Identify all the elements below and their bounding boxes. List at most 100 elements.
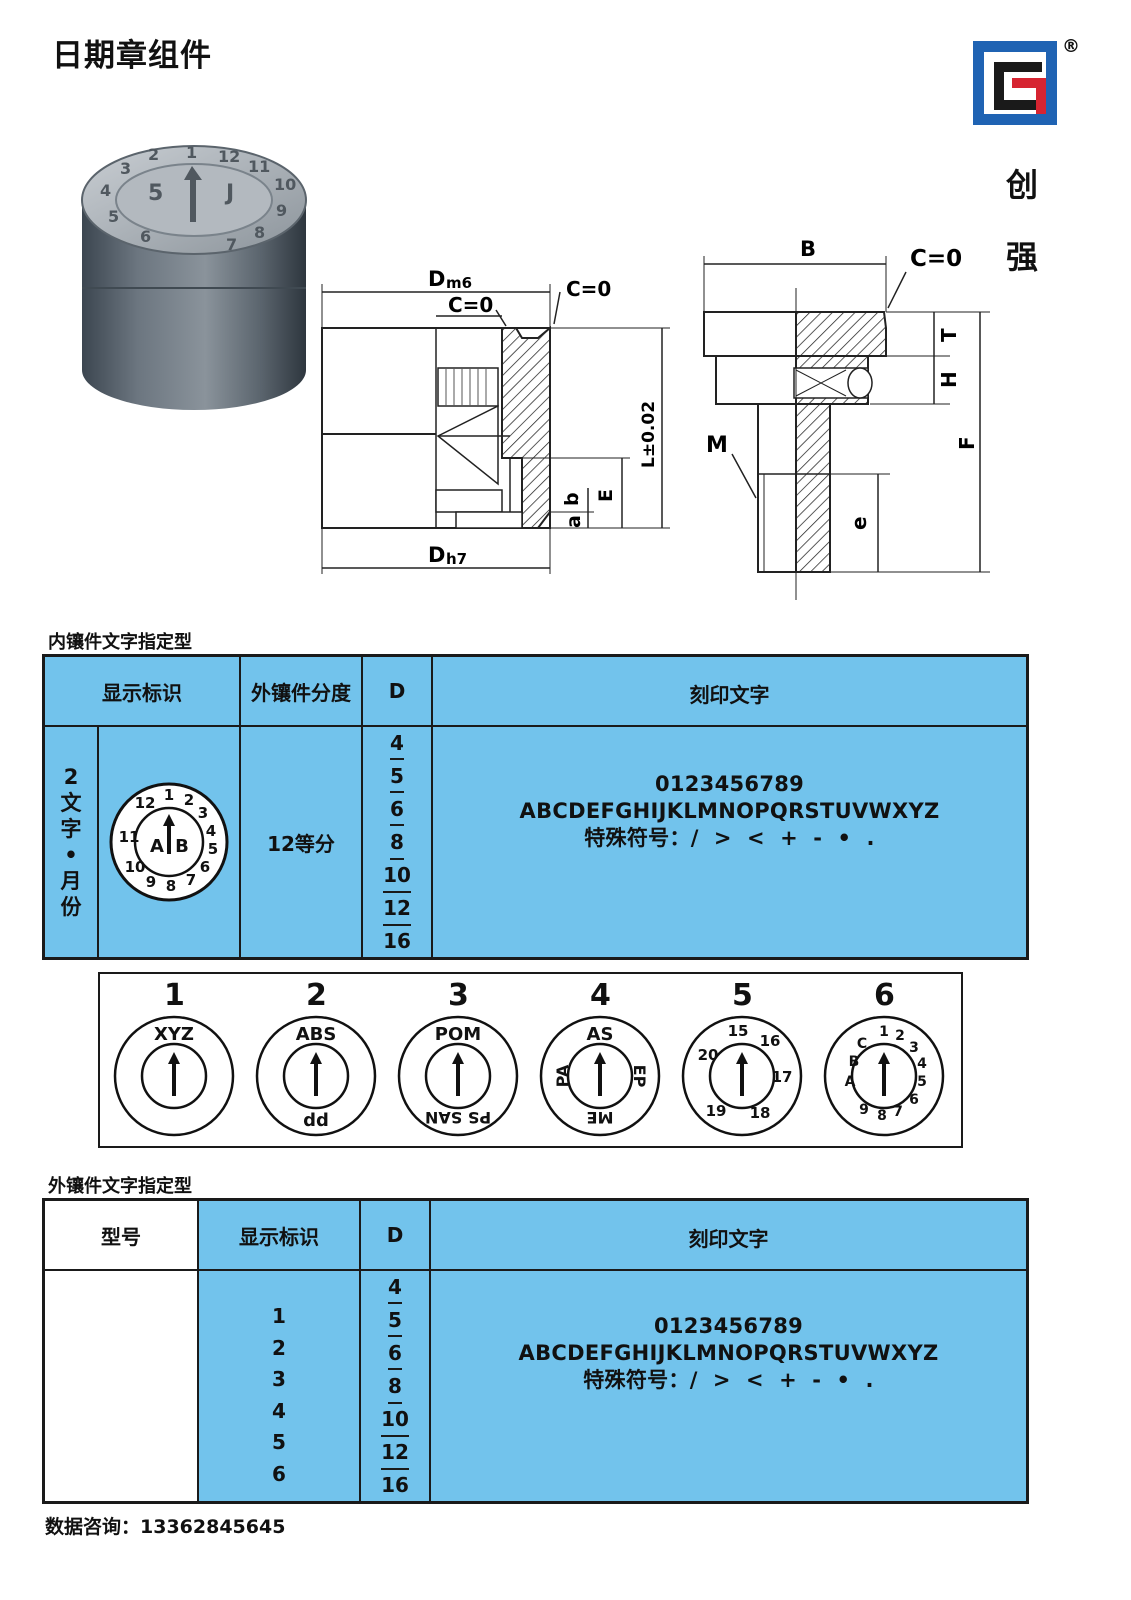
svg-text:m6: m6 (446, 274, 472, 292)
svg-text:EP: EP (630, 1065, 649, 1088)
engrave-digits: 0123456789 (653, 1314, 804, 1338)
svg-text:20: 20 (698, 1046, 719, 1064)
brand-char-2: 强 (1006, 238, 1039, 276)
header-engrave: 刻印文字 (433, 657, 1026, 727)
row-label-char: 文 (60, 791, 82, 815)
brand-logo (970, 38, 1060, 132)
svg-text:5: 5 (108, 207, 119, 226)
svg-text:D: D (428, 267, 445, 291)
d-value: 10 (381, 1404, 409, 1437)
header-engrave: 刻印文字 (431, 1201, 1026, 1271)
svg-text:3: 3 (198, 804, 208, 822)
display-value: 3 (272, 1367, 286, 1391)
svg-text:H: H (937, 371, 961, 388)
svg-text:10: 10 (125, 858, 146, 876)
svg-text:5: 5 (917, 1074, 927, 1090)
svg-text:17: 17 (772, 1068, 793, 1086)
header-d: D (363, 657, 433, 727)
engrave-symbols: 特殊符号：/ > < + - • . (584, 826, 875, 850)
d-value: 5 (388, 1304, 402, 1338)
svg-text:M: M (706, 433, 728, 458)
svg-text:E: E (595, 489, 617, 502)
svg-text:D: D (428, 543, 445, 567)
row-label-char: 月 (60, 869, 82, 893)
d-values-column: 4 5 6 8 10 12 16 (363, 727, 433, 957)
dial-number: 3 (448, 978, 469, 1013)
outer-section-title: 外镶件文字指定型 (48, 1176, 192, 1197)
d-values-column: 4 5 6 8 10 12 16 (361, 1271, 431, 1501)
division-cell: 12等分 (241, 727, 363, 957)
row-label-char: 2 (63, 765, 79, 789)
svg-text:6: 6 (909, 1092, 919, 1108)
display-value: 5 (272, 1430, 286, 1454)
d-value: 8 (390, 826, 404, 860)
model-cell (45, 1271, 199, 1501)
engrave-digits: 0123456789 (654, 772, 805, 796)
svg-text:B: B (800, 237, 816, 261)
header-model: 型号 (45, 1201, 199, 1271)
logo-mark-icon (973, 41, 1057, 125)
svg-text:16: 16 (760, 1032, 781, 1050)
d-value: 4 (390, 727, 404, 761)
svg-text:C: C (857, 1036, 867, 1052)
svg-text:4: 4 (100, 181, 111, 200)
header-outer-division: 外镶件分度 (241, 657, 363, 727)
engrave-cell: 0123456789 ABCDEFGHIJKLMNOPQRSTUVWXYZ 特殊… (431, 1271, 1026, 1501)
page-title: 日期章组件 (52, 38, 212, 74)
d-value: 16 (381, 1473, 409, 1498)
svg-text:18: 18 (750, 1104, 771, 1122)
svg-text:B: B (849, 1054, 860, 1070)
display-value: 2 (272, 1335, 286, 1360)
row-label: 2 文 字 • 月 份 (45, 727, 99, 957)
engrave-symbols: 特殊符号：/ > < + - • . (583, 1368, 874, 1392)
svg-text:2: 2 (895, 1028, 905, 1044)
svg-text:C=0: C=0 (910, 246, 962, 272)
svg-text:h7: h7 (446, 550, 467, 568)
svg-text:ABS: ABS (296, 1024, 337, 1045)
dial-2-icon: ABS dd (255, 1015, 377, 1137)
svg-text:2: 2 (148, 145, 159, 164)
dial-number: 1 (164, 978, 185, 1013)
row-label-char: 份 (60, 895, 82, 919)
svg-text:5: 5 (148, 181, 163, 206)
drawing-outer-insert: B C=0 M T H F e (690, 228, 1010, 612)
svg-text:C=0: C=0 (566, 277, 611, 301)
svg-text:A: A (845, 1074, 856, 1090)
svg-text:C=0: C=0 (448, 293, 493, 317)
registered-mark: ® (1062, 36, 1080, 57)
svg-text:1: 1 (186, 143, 197, 162)
display-value: 4 (272, 1398, 286, 1423)
d-value: 16 (383, 929, 411, 954)
svg-text:A: A (150, 836, 164, 857)
d-value: 4 (388, 1271, 402, 1305)
svg-text:9: 9 (859, 1102, 869, 1118)
svg-text:ME: ME (587, 1108, 614, 1127)
svg-text:5: 5 (208, 840, 218, 858)
svg-text:L±0.02: L±0.02 (639, 401, 659, 468)
svg-text:XYZ: XYZ (154, 1024, 194, 1045)
svg-text:T: T (937, 328, 961, 342)
svg-text:3: 3 (120, 159, 131, 178)
d-value: 6 (388, 1337, 402, 1371)
svg-text:3: 3 (909, 1040, 919, 1056)
svg-text:8: 8 (254, 223, 265, 242)
display-value: 6 (272, 1461, 286, 1486)
svg-text:AS: AS (587, 1024, 614, 1045)
svg-text:8: 8 (877, 1108, 887, 1124)
display-values-cell: 1 2 3 4 5 6 (199, 1271, 361, 1501)
header-display: 显示标识 (45, 657, 241, 727)
engrave-letters: ABCDEFGHIJKLMNOPQRSTUVWXYZ (519, 799, 940, 823)
svg-text:6: 6 (140, 227, 151, 246)
svg-text:1: 1 (164, 786, 174, 804)
svg-text:12: 12 (218, 147, 240, 166)
svg-text:8: 8 (166, 877, 176, 895)
svg-text:7: 7 (186, 871, 196, 889)
svg-text:11: 11 (119, 828, 140, 846)
dial-number: 2 (306, 978, 327, 1013)
brand-char-1: 创 (1006, 166, 1039, 204)
row-label-char: 字 (60, 817, 82, 841)
svg-text:4: 4 (206, 822, 216, 840)
